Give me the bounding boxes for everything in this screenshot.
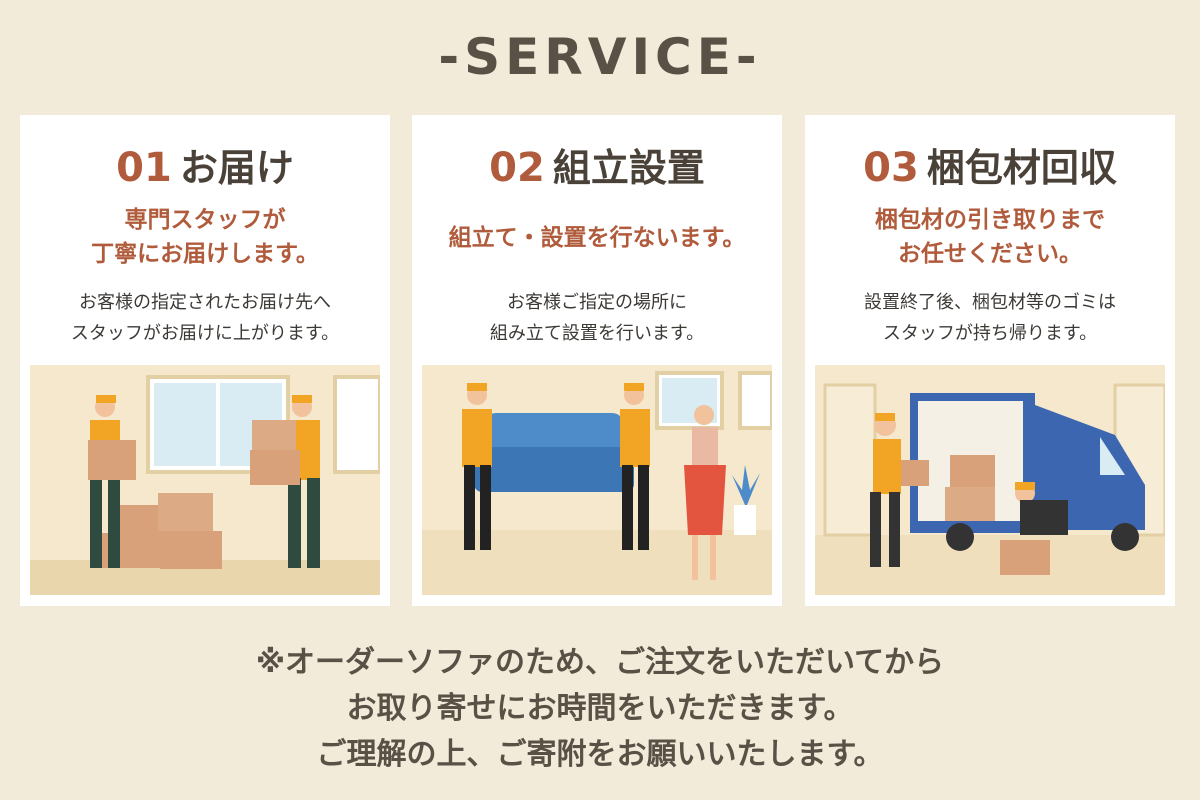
card-number: 02 xyxy=(489,145,545,191)
packaging-collection-illustration xyxy=(815,365,1165,595)
assembly-illustration xyxy=(422,365,772,595)
card-title: 梱包材回収 xyxy=(926,146,1117,190)
card-number: 03 xyxy=(863,145,919,191)
card-description: お客様の指定されたお届け先へ スタッフがお届けに上がります。 xyxy=(70,292,340,344)
card-description: 設置終了後、梱包材等のゴミは スタッフが持ち帰ります。 xyxy=(864,292,1116,344)
card-lead: 梱包材の引き取りまで お任せください。 xyxy=(875,207,1105,267)
card-description: お客様ご指定の場所に 組み立て設置を行います。 xyxy=(489,292,705,344)
card-number: 01 xyxy=(116,145,172,191)
page-title: -SERVICE- xyxy=(438,28,762,86)
delivery-illustration xyxy=(30,365,380,595)
card-lead: 組立て・設置を行ないます。 xyxy=(448,225,746,251)
card-title: お届け xyxy=(179,146,294,190)
footer-note: ※オーダーソファのため、ご注文をいただいてから お取り寄せにお時間をいただきます… xyxy=(255,645,945,772)
card-title: 組立設置 xyxy=(552,146,705,190)
card-lead: 専門スタッフが 丁寧にお届けします。 xyxy=(91,207,319,267)
